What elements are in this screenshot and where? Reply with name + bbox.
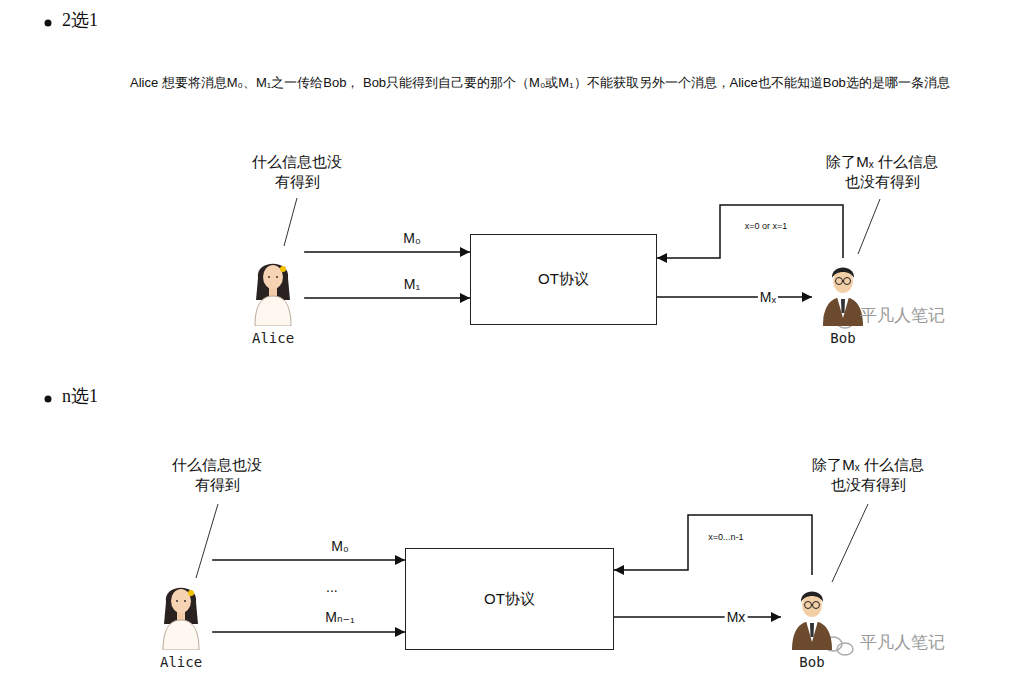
heading: n选1 [62, 384, 98, 408]
leader-line [196, 504, 218, 578]
watermark: 平凡人笔记 [860, 632, 945, 655]
bullet-dot [45, 396, 52, 403]
edge-label: Mₓ [758, 289, 778, 305]
alice-illustration [242, 256, 304, 326]
process-box: OT协议 [405, 548, 614, 650]
edge-label: M₀ [329, 538, 350, 554]
leader-line [832, 504, 868, 582]
person-figure: Bob [781, 575, 843, 670]
arrow-connector [212, 559, 405, 561]
callout: 除了Mₓ 什么信息也没有得到 [822, 152, 942, 193]
edge-label: M₀ [401, 230, 422, 246]
box-label: OT协议 [484, 590, 535, 609]
person-name: Bob [799, 654, 824, 670]
callout: 除了Mₓ 什么信息也没有得到 [808, 455, 928, 496]
description: Alice 想要将消息M₀、M₁之一传给Bob， Bob只能得到自己要的那个（M… [130, 73, 980, 94]
box-label: OT协议 [538, 270, 589, 289]
arrow-connector [304, 297, 470, 299]
person-figure: Bob [812, 258, 874, 346]
bob-illustration [781, 580, 843, 650]
callout: 什么信息也没有得到 [250, 152, 345, 193]
arrow-connector [657, 205, 843, 258]
arrow-connector [304, 251, 470, 253]
heading: 2选1 [62, 8, 98, 32]
person-name: Alice [252, 330, 294, 346]
edge-label: Mₙ₋₁ [323, 609, 356, 625]
callout: 什么信息也没有得到 [170, 455, 265, 496]
person-figure: Alice [242, 250, 304, 346]
person-name: Alice [160, 654, 202, 670]
edge-label: Mx [725, 609, 748, 625]
ellipsis: ... [326, 578, 338, 597]
leader-line [284, 198, 297, 246]
edge-label: x=0...n-1 [706, 532, 745, 542]
process-box: OT协议 [470, 234, 657, 325]
arrow-connector [212, 631, 405, 633]
edge-label: M₁ [402, 276, 422, 292]
arrow-connector [614, 515, 812, 575]
arrow-connector [614, 616, 781, 618]
person-figure: Alice [150, 552, 212, 670]
bullet-dot [45, 20, 52, 27]
edge-label: x=0 or x=1 [743, 221, 790, 231]
alice-illustration [150, 580, 212, 650]
arrow-connector [657, 296, 812, 298]
watermark: 平凡人笔记 [860, 305, 945, 328]
leader-line [858, 199, 880, 254]
person-name: Bob [830, 330, 855, 346]
